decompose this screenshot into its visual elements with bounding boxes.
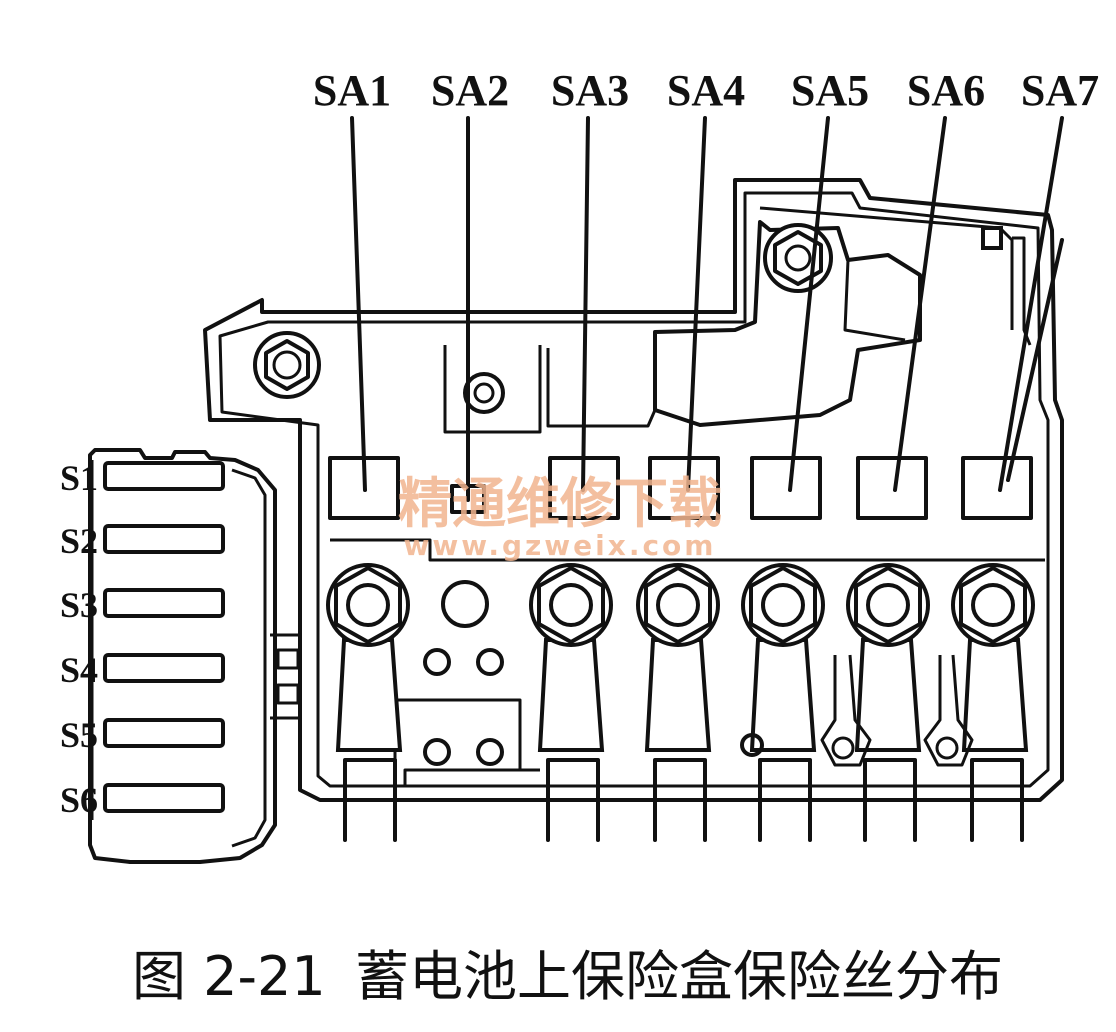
cable-terminals (326, 563, 1035, 842)
s-fuse-block (88, 448, 302, 864)
terminal-1 (326, 563, 410, 842)
sa7-slot (961, 456, 1033, 520)
label-s2: S2 (60, 521, 98, 561)
fuse-box-housing (203, 178, 1064, 802)
label-s4: S4 (60, 650, 98, 690)
label-sa5: SA5 (791, 66, 869, 115)
s4-slot (103, 653, 225, 683)
bolt-top-center (763, 223, 833, 293)
mounting-holes (423, 580, 764, 766)
s3-slot (103, 588, 225, 618)
label-sa3: SA3 (551, 66, 629, 115)
terminal-6 (846, 563, 930, 842)
sa4-slot (648, 456, 720, 520)
label-sa6: SA6 (907, 66, 985, 115)
s1-slot (103, 461, 225, 491)
sa6-slot (856, 456, 928, 520)
bolt-left (253, 331, 321, 399)
label-s1: S1 (60, 458, 98, 498)
spade-terminals (820, 654, 974, 767)
label-s6: S6 (60, 780, 98, 820)
sa-labels: SA1 SA2 SA3 SA4 SA5 SA6 SA7 (313, 66, 1099, 115)
terminal-5 (741, 563, 825, 842)
sa5-slot (750, 456, 822, 520)
watermark-title: 精通维修下载 (398, 472, 722, 535)
s-labels: S1 S2 S3 S4 S5 S6 (60, 458, 98, 820)
terminal-4 (636, 563, 720, 842)
watermark-url: www.gzweix.com (404, 529, 717, 562)
terminal-7 (951, 563, 1035, 842)
s2-slot (103, 524, 225, 554)
bolt-small (463, 372, 505, 414)
sa-leader-lines (350, 116, 1064, 502)
figure-caption: 图 2-21 蓄电池上保险盒保险丝分布 (132, 945, 1003, 1008)
label-sa4: SA4 (667, 66, 745, 115)
label-s5: S5 (60, 715, 98, 755)
caption-text: 蓄电池上保险盒保险丝分布 (355, 945, 1003, 1008)
label-sa2: SA2 (431, 66, 509, 115)
s6-slot (103, 783, 225, 813)
watermark: 精通维修下载 www.gzweix.com (398, 472, 722, 562)
caption-number: 图 2-21 (132, 945, 326, 1008)
terminal-3 (529, 563, 613, 842)
sa-fuse-slots (328, 456, 1033, 520)
label-sa1: SA1 (313, 66, 391, 115)
s5-slot (103, 718, 225, 748)
label-s3: S3 (60, 585, 98, 625)
label-sa7: SA7 (1021, 66, 1099, 115)
